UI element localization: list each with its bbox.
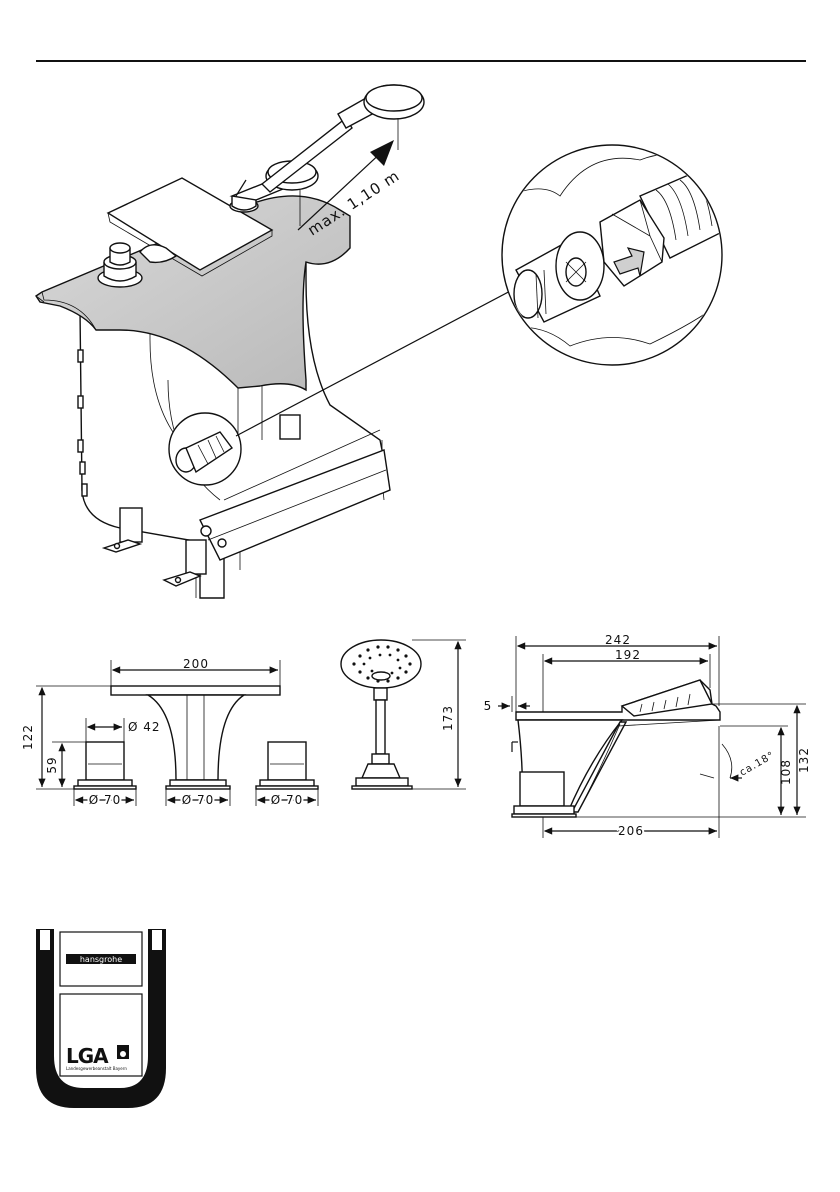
- dim-width-242: 242: [605, 633, 631, 647]
- dim-height-122: 122: [21, 724, 35, 750]
- knob: [98, 243, 142, 287]
- dim-height-132: 132: [797, 747, 811, 773]
- connection-circle-small: [169, 413, 241, 485]
- brand-label: hansgrohe: [80, 955, 122, 964]
- dim-width-192: 192: [615, 648, 641, 662]
- dim-dia-42: Ø 42: [128, 720, 161, 734]
- dim-dia-70-center: Ø 70: [182, 793, 215, 807]
- dimension-view-valves: 200 122 59 Ø 42 Ø 70 Ø 70 Ø 70: [21, 657, 318, 807]
- dim-width-200: 200: [183, 657, 209, 671]
- dim-height-59: 59: [45, 756, 59, 773]
- connection-detail-large: [500, 145, 726, 365]
- dimension-view-spout: 242 192 5 132 108 206 ca.18°: [484, 633, 811, 838]
- dim-height-108: 108: [779, 759, 793, 785]
- dimension-view-handshower: 173: [341, 640, 466, 789]
- certification-badge: hansgrohe LGA Landesgewerbeanstalt Bayer…: [36, 929, 166, 1108]
- dim-offset-5: 5: [484, 699, 493, 713]
- dim-dia-70-left: Ø 70: [89, 793, 122, 807]
- dim-dia-70-right: Ø 70: [271, 793, 304, 807]
- dim-angle: ca.18°: [738, 750, 777, 779]
- dim-depth-206: 206: [618, 824, 644, 838]
- lga-subtext: Landesgewerbeanstalt Bayern: [66, 1066, 127, 1071]
- dim-height-173: 173: [441, 705, 455, 731]
- lga-logo: LGA: [66, 1044, 109, 1068]
- installation-view: max. 1,10 m: [36, 85, 726, 598]
